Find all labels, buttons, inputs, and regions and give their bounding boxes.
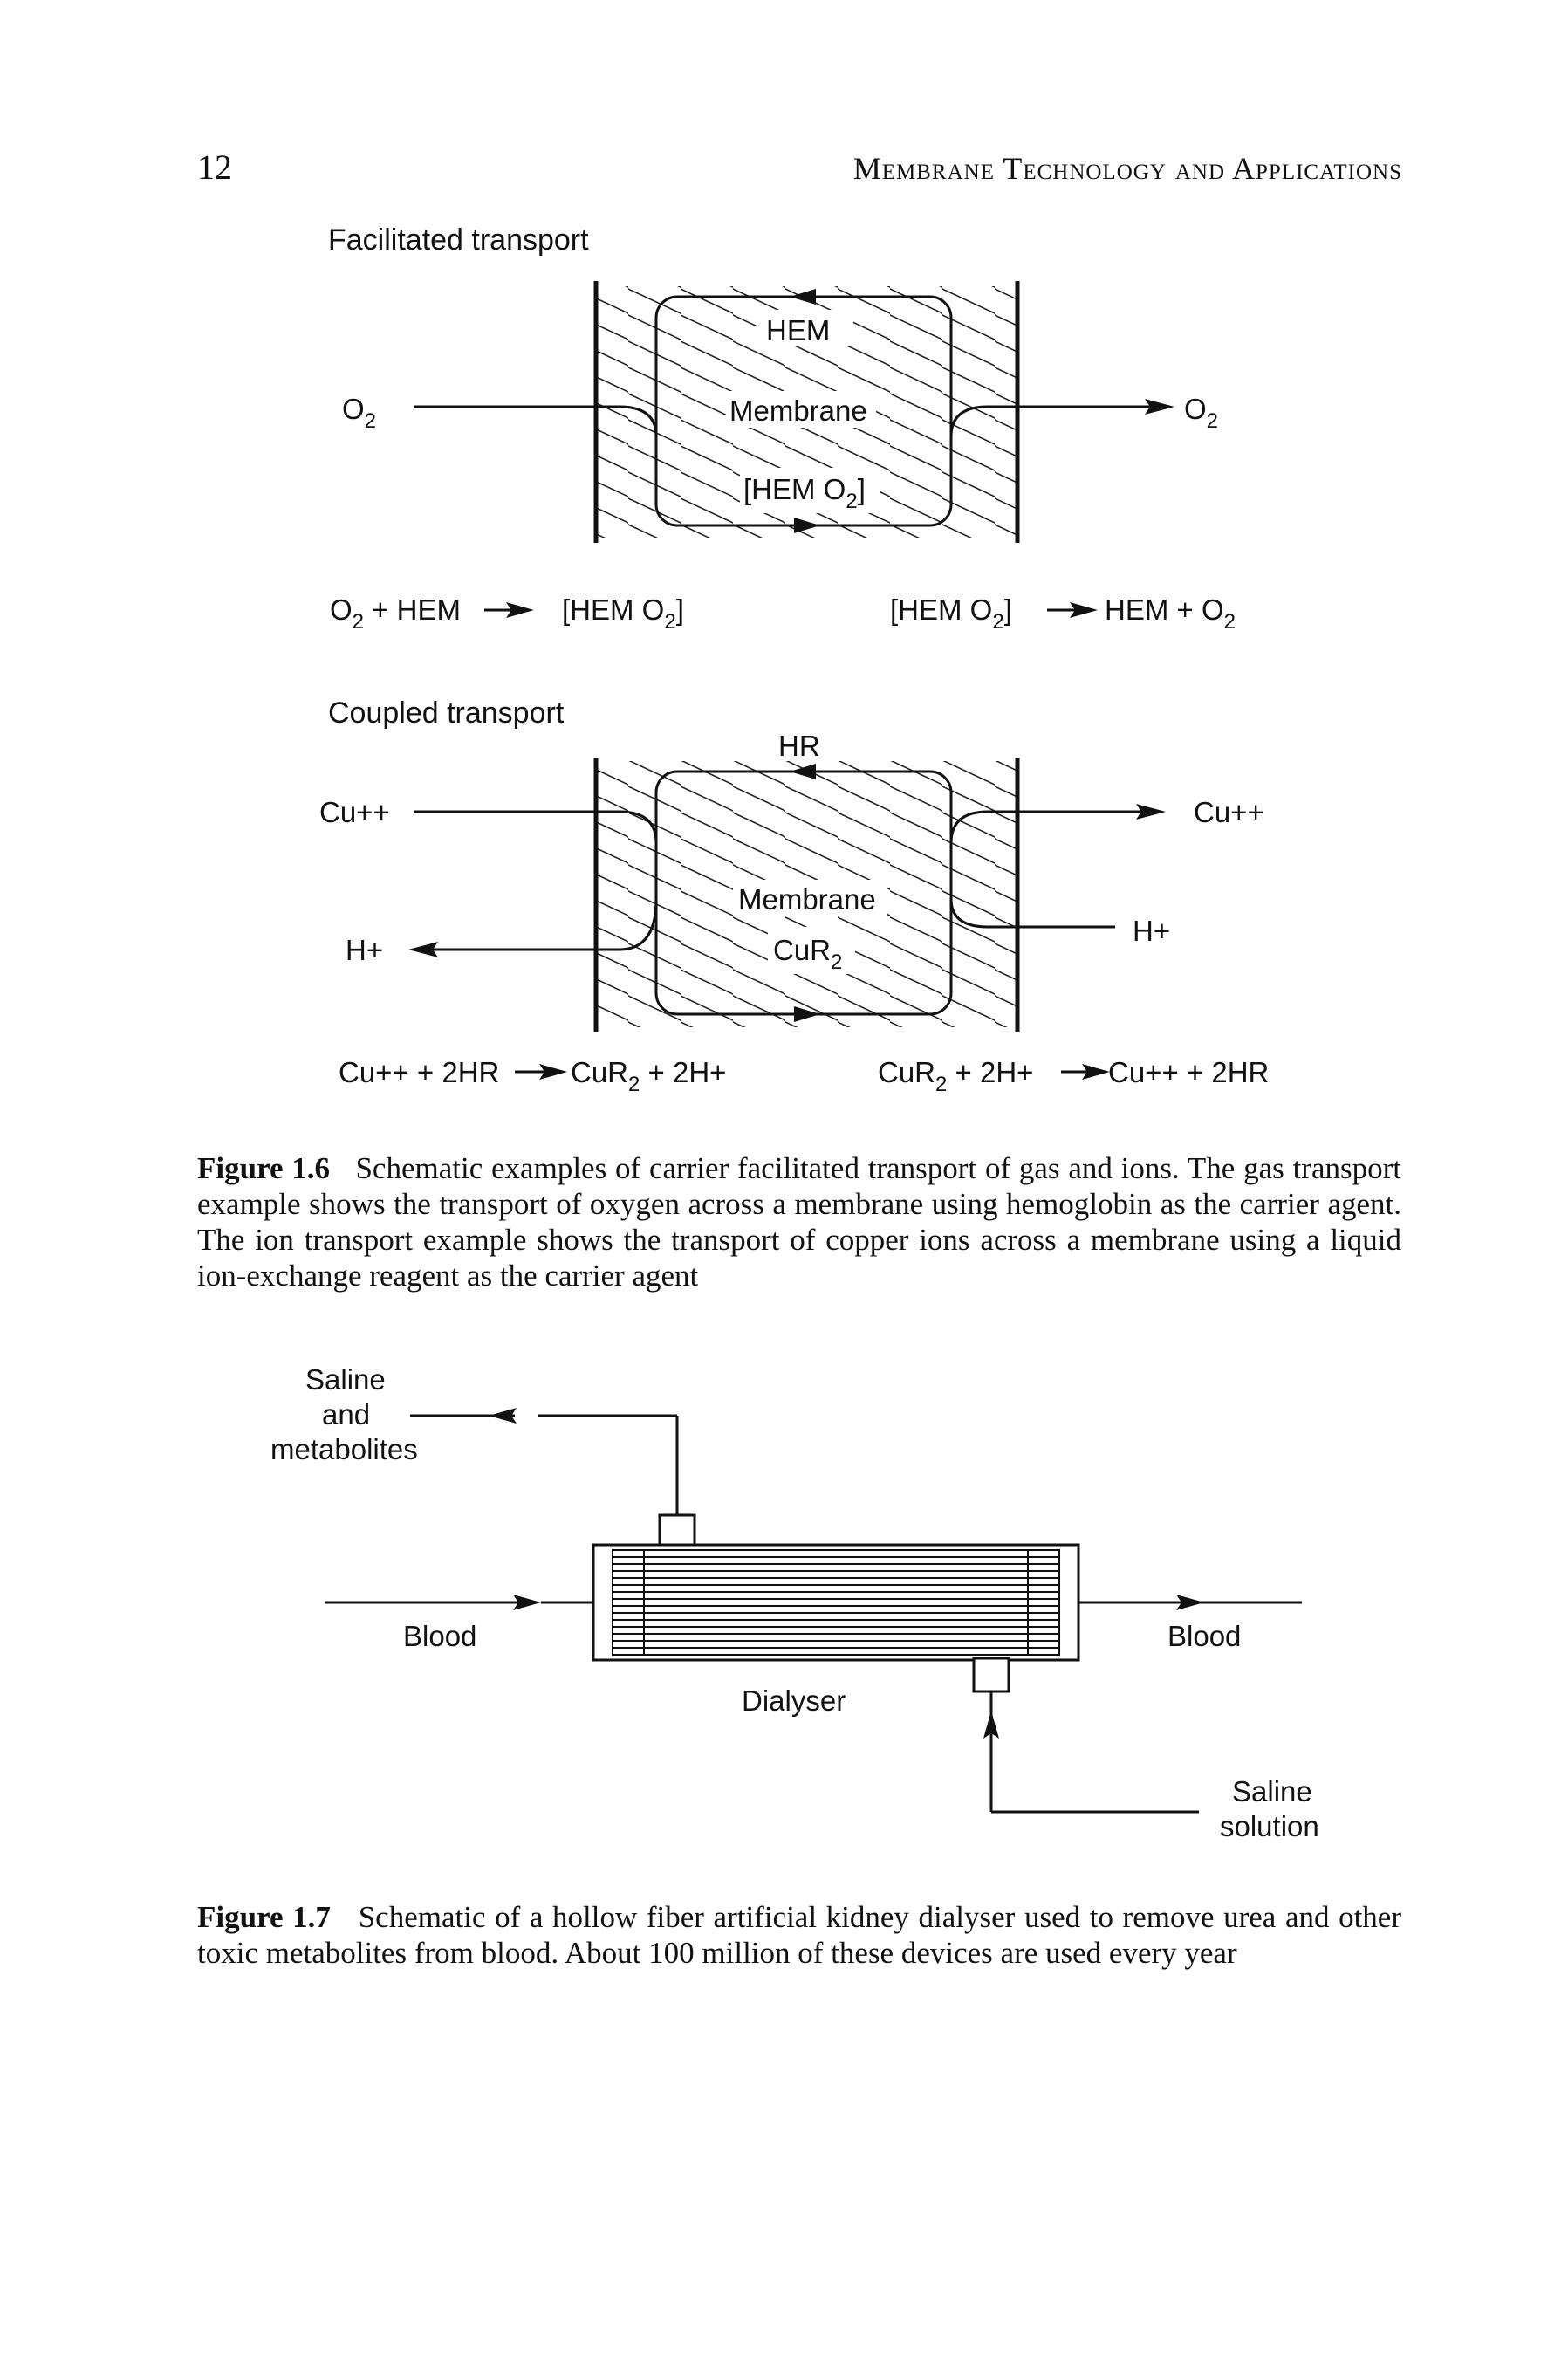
eq-coupled-right: CuR2 + 2H+: [878, 1056, 1033, 1096]
eq-facilitated-left-product: [HEM O2]: [562, 593, 684, 634]
blood-out-label: Blood: [1167, 1620, 1241, 1652]
arrow-saline-out: [489, 1408, 517, 1424]
eq-coupled-left: Cu++ + 2HR: [339, 1056, 499, 1088]
dialyser-label: Dialyser: [742, 1684, 846, 1717]
hollow-fibers: [613, 1556, 1059, 1649]
arrow-saline-in: [983, 1711, 999, 1739]
figure-1-7-caption-label: Figure 1.7: [197, 1900, 331, 1934]
arrow-h-out: [408, 942, 438, 957]
saline-in-label-2: solution: [1220, 1810, 1319, 1842]
h-right-label: H+: [1133, 915, 1170, 947]
eq-coupled-left-product: CuR2 + 2H+: [571, 1056, 726, 1096]
arrow-blood-in: [513, 1595, 541, 1610]
eq-facilitated-right: [HEM O2]: [890, 593, 1012, 634]
membrane-label-2: Membrane: [738, 883, 876, 916]
blood-in-label: Blood: [403, 1620, 476, 1652]
saline-out-label-1: Saline: [305, 1363, 386, 1396]
figure-1-7-caption-text: Schematic of a hollow fiber artificial k…: [197, 1900, 1402, 1970]
figure-1-6-caption-text: Schematic examples of carrier facilitate…: [197, 1151, 1401, 1293]
page-number: 12: [197, 148, 232, 187]
hr-label: HR: [778, 730, 820, 762]
dialyser-diagram: Saline and metabolites: [270, 1363, 1319, 1842]
saline-in-label-1: Saline: [1232, 1775, 1312, 1808]
arrow-cu-out: [1136, 804, 1166, 820]
top-port: [658, 1513, 696, 1548]
arrow-eq-coupled-left: [539, 1064, 567, 1080]
hem-label: HEM: [766, 314, 830, 346]
loop2-arrow-top: [790, 764, 816, 779]
cur2-label: CuR2: [773, 934, 842, 974]
o2-right-label: O2: [1184, 393, 1218, 433]
coupled-title: Coupled transport: [328, 696, 565, 730]
cu-left-label: Cu++: [319, 796, 390, 828]
arrow-blood-out: [1176, 1595, 1204, 1610]
figure-1-6-caption: Figure 1.6 Schematic examples of carrier…: [197, 1150, 1401, 1293]
facilitated-transport-diagram: Facilitated transport HEM Membrane [HEM …: [328, 223, 1236, 634]
eq-facilitated-right-product: HEM + O2: [1105, 593, 1236, 634]
eq-facilitated-left: O2 + HEM: [330, 593, 461, 634]
dialyser-shell: [592, 1543, 1080, 1662]
arrow-eq-right: [1070, 602, 1098, 618]
figure-1-6-caption-label: Figure 1.6: [197, 1151, 331, 1185]
arrow-o2-out: [1145, 399, 1174, 415]
cu-right-label: Cu++: [1194, 796, 1264, 828]
membrane-label: Membrane: [729, 394, 867, 427]
arrow-eq-left: [506, 602, 534, 618]
saline-out-label-2: and: [322, 1398, 370, 1430]
arrow-eq-coupled-right: [1082, 1064, 1110, 1080]
facilitated-title: Facilitated transport: [328, 223, 589, 257]
coupled-transport-diagram: Coupled transport HR Membrane CuR2 Cu++ …: [319, 696, 1269, 1096]
running-head: Membrane Technology and Applications: [852, 151, 1402, 186]
loop2-arrow-bottom: [794, 1006, 820, 1022]
eq-coupled-right-product: Cu++ + 2HR: [1108, 1056, 1269, 1088]
o2-left-label: O2: [342, 393, 376, 433]
figure-1-7-caption: Figure 1.7 Schematic of a hollow fiber a…: [197, 1899, 1401, 1971]
loop-arrow-top: [790, 289, 816, 305]
loop-arrow-bottom: [794, 518, 820, 533]
h-left-label: H+: [346, 934, 383, 966]
complex-label: [HEM O2]: [743, 473, 866, 513]
saline-out-label-3: metabolites: [270, 1433, 418, 1465]
bottom-port: [972, 1657, 1010, 1693]
